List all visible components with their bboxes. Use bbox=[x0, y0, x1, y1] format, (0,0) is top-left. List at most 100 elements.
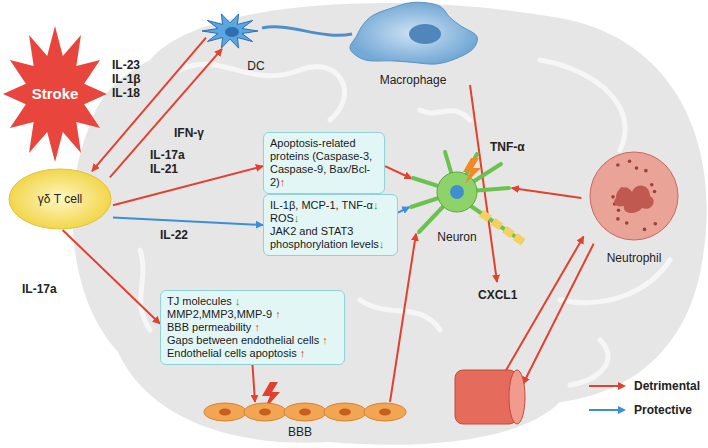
text-run: TJ molecules bbox=[167, 295, 235, 307]
up-arrow: ↑ bbox=[254, 321, 260, 333]
granule bbox=[653, 190, 657, 194]
text-run: IL-1β, MCP-1, TNF-α bbox=[270, 199, 373, 211]
text-run: JAK2 and STAT3 phosphorylation levels bbox=[270, 225, 379, 250]
cell-nuclei bbox=[219, 409, 391, 416]
neuron-nucleus bbox=[450, 185, 464, 199]
node-label: BBB bbox=[288, 425, 312, 439]
blood-vessel bbox=[455, 370, 517, 424]
legend-line-sample bbox=[588, 381, 626, 391]
granule bbox=[653, 222, 657, 226]
node-label: Stroke bbox=[32, 87, 79, 101]
granule bbox=[635, 166, 639, 170]
lightning-bolt bbox=[463, 158, 481, 184]
t-cell bbox=[9, 169, 111, 229]
arrow-connector bbox=[63, 230, 160, 324]
node-label: Neutrophil bbox=[607, 251, 662, 265]
up-arrow: ↑ bbox=[275, 308, 281, 320]
arrow-connector bbox=[505, 236, 584, 372]
node-label: γδ T cell bbox=[38, 192, 82, 206]
legend-text: Detrimental bbox=[634, 379, 700, 393]
macro-node: Macrophage bbox=[345, 2, 480, 90]
effect-text: Apoptosis-related proteins (Caspase-3, C… bbox=[270, 137, 378, 189]
cytokine-label: IL-23 IL-1β IL-18 bbox=[112, 58, 152, 100]
macrophage-nucleus bbox=[409, 24, 441, 44]
node-label: Macrophage bbox=[380, 73, 447, 87]
cytokine-label: IFN-γ bbox=[174, 126, 218, 140]
effect-text: JAK2 and STAT3 phosphorylation levels↓ bbox=[270, 225, 391, 251]
endothelial-cell bbox=[244, 403, 286, 421]
arrow-connector bbox=[92, 38, 206, 171]
down-arrow: ↓ bbox=[235, 295, 241, 307]
bbb-node: BBB bbox=[205, 362, 525, 446]
granule bbox=[644, 169, 648, 173]
down-arrow: ↓ bbox=[373, 199, 379, 211]
text-run: Macrophage bbox=[380, 73, 447, 87]
text-run: DC bbox=[247, 59, 264, 73]
text-run: Gaps between endothelial cells bbox=[167, 334, 322, 346]
myelin-segment bbox=[504, 229, 512, 235]
granule bbox=[628, 159, 632, 163]
endothelial-cell bbox=[204, 403, 246, 421]
dendrites bbox=[411, 152, 509, 232]
text-run: MMP2,MMP3,MMP-9 bbox=[167, 308, 275, 320]
down-arrow: ↓ bbox=[379, 238, 385, 250]
effect-text: IL-1β, MCP-1, TNF-α↓ bbox=[270, 199, 391, 212]
arrow-connector bbox=[113, 218, 263, 225]
endothelial-cell bbox=[284, 403, 326, 421]
down-arrow: ↓ bbox=[294, 212, 300, 224]
vessel-lumen bbox=[509, 370, 525, 424]
arrow-connector bbox=[398, 207, 409, 213]
neutrophil-nucleus bbox=[614, 186, 654, 213]
cytokine-label: IL-17a bbox=[22, 282, 66, 296]
dc-nucleus bbox=[225, 27, 239, 37]
endothelial-cell bbox=[364, 403, 406, 421]
up-arrow: ↑ bbox=[300, 347, 306, 359]
granule bbox=[617, 208, 621, 212]
myelin-segment bbox=[493, 221, 501, 227]
up-arrow: ↑ bbox=[322, 334, 328, 346]
effect-box: TJ molecules ↓MMP2,MMP3,MMP-9 ↑BBB perme… bbox=[160, 290, 345, 365]
legend-row: Protective bbox=[588, 398, 700, 422]
legend-arrowhead bbox=[618, 382, 626, 390]
dendrite-link bbox=[262, 27, 352, 35]
legend: DetrimentalProtective bbox=[588, 374, 700, 422]
tcell-node: γδ T cell bbox=[8, 168, 113, 230]
arrow-connector bbox=[390, 234, 416, 402]
effect-text: MMP2,MMP3,MMP-9 ↑ bbox=[167, 308, 338, 321]
cytokine-label: IL-22 bbox=[160, 228, 200, 242]
granules bbox=[611, 159, 657, 231]
granule bbox=[616, 217, 620, 221]
text-run: Endothelial cells apoptosis bbox=[167, 347, 300, 359]
molecule-label: TNF-α bbox=[490, 140, 525, 154]
legend-line-sample bbox=[588, 405, 626, 415]
text-run: ROS bbox=[270, 212, 294, 224]
star-shape bbox=[3, 26, 107, 162]
text-run: Apoptosis-related proteins (Caspase-3, C… bbox=[270, 137, 372, 188]
molecule-label: CXCL1 bbox=[478, 288, 517, 302]
effect-text: Gaps between endothelial cells ↑ bbox=[167, 334, 338, 347]
node-shape bbox=[205, 362, 525, 446]
granule bbox=[650, 183, 654, 187]
arrow-connector bbox=[385, 166, 412, 178]
text-run: BBB bbox=[288, 425, 312, 439]
up-arrow: ↑ bbox=[280, 176, 286, 188]
arrow-connector bbox=[523, 244, 594, 384]
arrow-connector bbox=[512, 188, 582, 198]
text-run: BBB permeability bbox=[167, 321, 254, 333]
cytokine-label: IL-17a IL-21 bbox=[150, 148, 194, 176]
granule bbox=[611, 195, 615, 199]
text-run: Stroke bbox=[32, 85, 79, 102]
myelin-segment bbox=[481, 213, 489, 219]
legend-text: Protective bbox=[634, 403, 692, 417]
neutrophil-cell bbox=[590, 152, 678, 240]
myelin-segment bbox=[515, 236, 523, 242]
node-label: DC bbox=[247, 59, 264, 73]
neuron-node: Neuron bbox=[405, 150, 515, 245]
dc-cell bbox=[202, 14, 258, 48]
endothelial-cells bbox=[204, 403, 406, 421]
brain-outline bbox=[73, 3, 707, 445]
granule bbox=[643, 228, 647, 232]
arrow-connector bbox=[110, 49, 222, 177]
